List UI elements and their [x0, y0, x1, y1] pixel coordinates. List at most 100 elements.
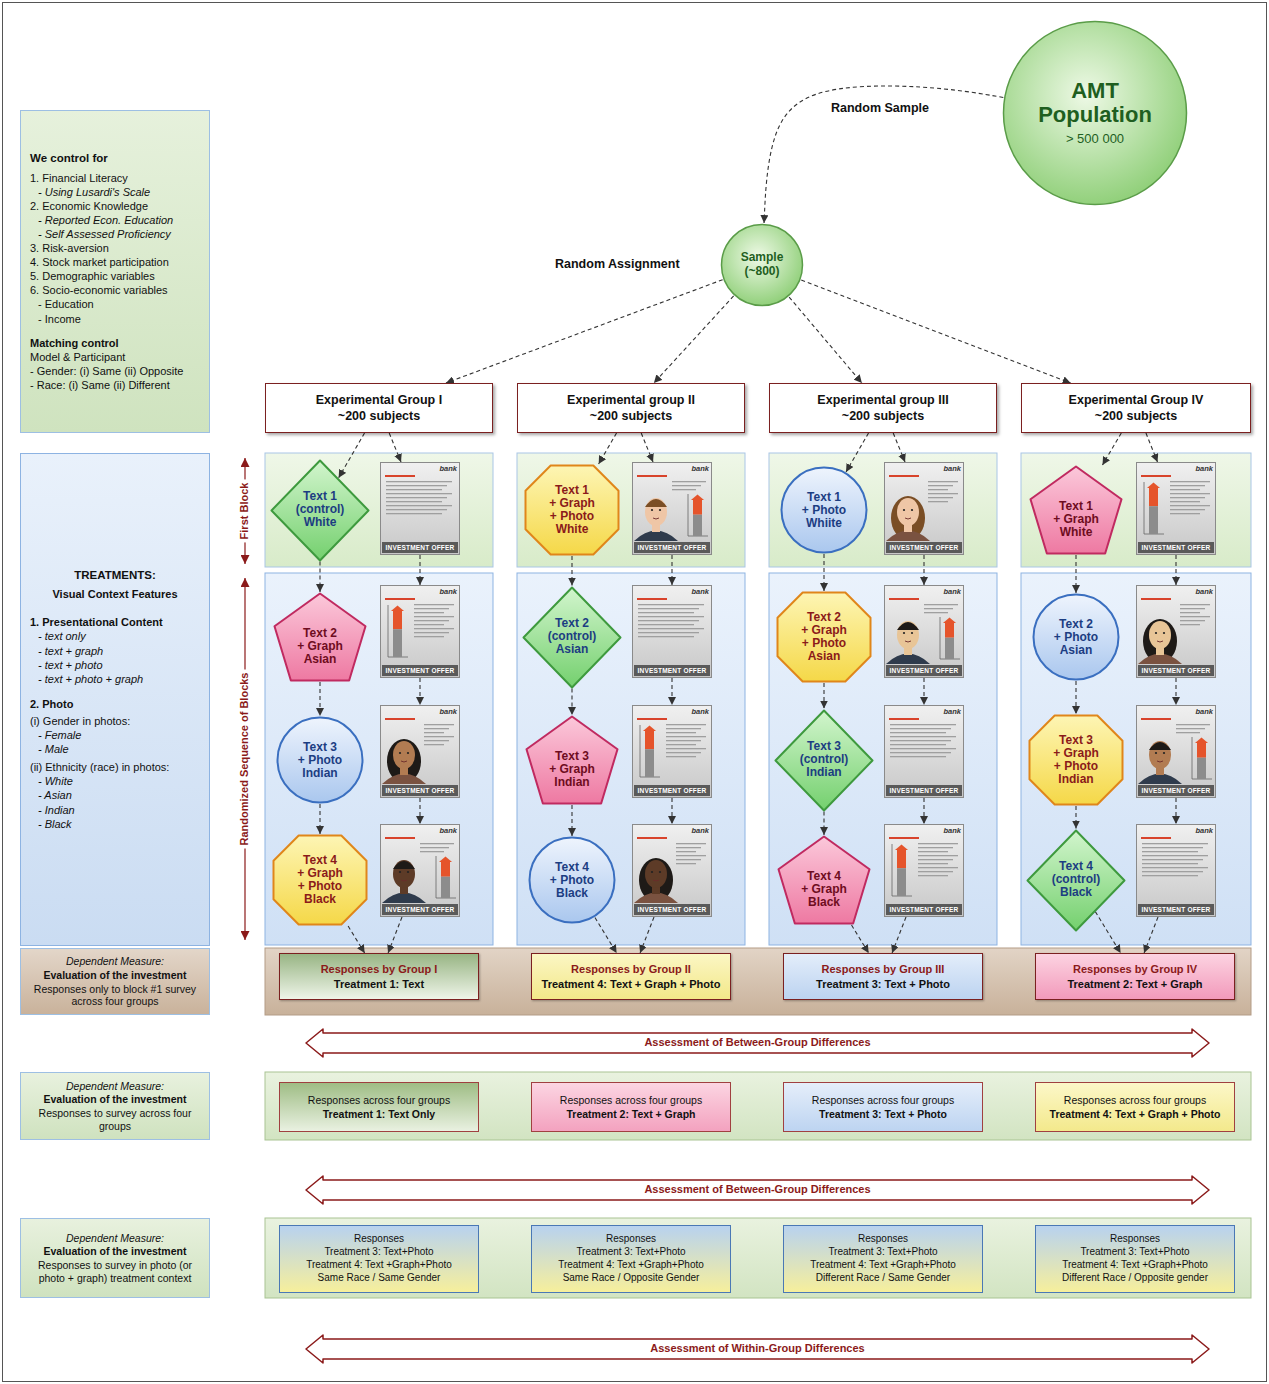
ad-header: [385, 837, 415, 839]
node-text: INVESTMENT OFFER: [886, 665, 962, 676]
circle-fill: [722, 225, 803, 306]
assessment-arrow: Assessment of Between-Group Differences: [305, 1175, 1210, 1205]
text-line: [1180, 620, 1205, 621]
node-text: - Black: [38, 817, 200, 831]
node-text: + Graph: [297, 867, 344, 880]
first-block-band: [517, 453, 745, 567]
node-text: (ii) Ethnicity (race) in photos:: [30, 760, 200, 774]
node-text: (i) Gender in photos:: [30, 714, 200, 728]
text-line: [414, 636, 444, 637]
text-line: [1170, 509, 1205, 510]
text-line: [638, 608, 699, 609]
node-text: bank: [943, 587, 961, 596]
text-line: [1180, 612, 1200, 613]
ad-thumbnail: INVESTMENT OFFERbank: [884, 705, 964, 798]
photo-eye: [903, 509, 905, 511]
node-text: - White: [38, 774, 200, 788]
graph-bar: [393, 629, 402, 657]
node-text: Treatment 4: Text +Graph+Photo: [1041, 1259, 1229, 1272]
text-line: [890, 728, 951, 729]
node-text: Evaluation of the investment: [28, 1245, 202, 1258]
flow-arrow: [671, 798, 672, 824]
ad-thumbnail: INVESTMENT OFFERbank: [884, 824, 964, 917]
text-line: [1142, 859, 1203, 860]
flow-arrow: [446, 280, 723, 383]
ad-header: [889, 475, 919, 477]
graph-bar: [945, 638, 954, 659]
photo-head: [393, 741, 415, 769]
text-line: [676, 859, 701, 860]
response-box: Responses across four groupsTreatment 1:…: [279, 1082, 479, 1132]
node-text: - text + graph: [38, 644, 200, 658]
node-text: bank: [943, 707, 961, 716]
text-line: [414, 612, 444, 613]
node-text: + Photo: [549, 874, 595, 887]
control-diamond: Text 3(control)Indian: [774, 709, 874, 812]
ad-thumbnail: INVESTMENT OFFERbank: [632, 824, 712, 917]
text-line: [386, 509, 447, 510]
flow-arrow: [1075, 681, 1076, 714]
shape-fill: [272, 460, 369, 560]
flow-arrow: [388, 917, 402, 953]
node-text: - Asian: [38, 788, 200, 802]
photo-head: [645, 860, 667, 888]
text-line: [666, 748, 706, 749]
flow-arrow: [1144, 917, 1158, 953]
double-arrow-outline: [306, 1029, 1209, 1057]
text-line: [928, 493, 958, 494]
graph-pentagon: Text 4+ GraphBlack: [777, 835, 871, 925]
graph-arrow: [895, 845, 908, 851]
ad-thumbnail: INVESTMENT OFFERbank: [1136, 585, 1216, 678]
annotation-label: First Block: [238, 480, 251, 543]
text-line: [1142, 867, 1208, 868]
text-line: [638, 632, 699, 633]
node-text: - text + photo: [38, 658, 200, 672]
text-line: [638, 636, 694, 637]
text-line: [1170, 489, 1200, 490]
text-line: [638, 612, 694, 613]
response-box: Responses by Group IIITreatment 3: Text …: [783, 953, 983, 1000]
annotation-label: Randomized Sequence of Blocks: [238, 670, 251, 849]
ad-thumbnail: INVESTMENT OFFER bank: [884, 585, 964, 678]
photo-mouth: [653, 880, 659, 881]
text-holder: Responses by Group IIITreatment 3: Text …: [789, 962, 977, 992]
text-line: [386, 489, 442, 490]
text-line: [1170, 501, 1200, 502]
node-text: Evaluation of the investment: [28, 1093, 202, 1106]
node-text: 4. Stock market participation: [30, 255, 200, 269]
text-line: [676, 847, 701, 848]
shape-fill: [782, 468, 867, 553]
text-line: [414, 620, 449, 621]
ad-header: [385, 598, 415, 600]
text-holder: Responses by Group IVTreatment 2: Text +…: [1041, 962, 1229, 992]
node-text: Treatment 3: Text + Photo: [789, 977, 977, 992]
node-text: INVESTMENT OFFER: [382, 904, 458, 915]
flow-arrow: [595, 918, 617, 953]
text-holder: Experimental group III~200 subjects: [775, 392, 991, 425]
node-text: 2. Photo: [30, 697, 200, 711]
node-text: Text 2: [1053, 618, 1099, 631]
text-line: [918, 855, 958, 856]
ad-header: [1141, 598, 1171, 600]
text-holder: Text 3+ GraphIndian: [549, 750, 596, 789]
group-box: Experimental group II~200 subjects: [517, 383, 745, 433]
text-line: [666, 752, 701, 753]
sequence-band: [517, 573, 745, 945]
node-text: INVESTMENT OFFER: [1138, 904, 1214, 915]
text-line: [918, 871, 953, 872]
control-panel: We control for1. Financial Literacy- Usi…: [20, 110, 210, 433]
control-diamond: Text 4(control)Black: [1026, 829, 1126, 932]
response-box: ResponsesTreatment 3: Text+PhotoTreatmen…: [1035, 1225, 1235, 1293]
photo-eye: [659, 871, 661, 873]
node-text: + Photo: [1053, 760, 1100, 773]
text-holder: INVESTMENT OFFERbank: [884, 462, 964, 555]
node-text: Experimental group III: [775, 392, 991, 408]
node-text: Responses to survey in photo (or photo +…: [28, 1259, 202, 1284]
graph-bar: [645, 749, 654, 777]
graph-photo-octagon: Text 3+ Graph+ PhotoIndian: [1028, 714, 1124, 806]
graph-bar: [1149, 506, 1158, 534]
text-line: [672, 489, 696, 490]
node-text: Assessment of Within-Group Differences: [331, 1342, 1184, 1355]
node-text: Text 2: [801, 611, 848, 624]
node-text: Treatment 4: Text + Graph + Photo: [537, 977, 725, 992]
